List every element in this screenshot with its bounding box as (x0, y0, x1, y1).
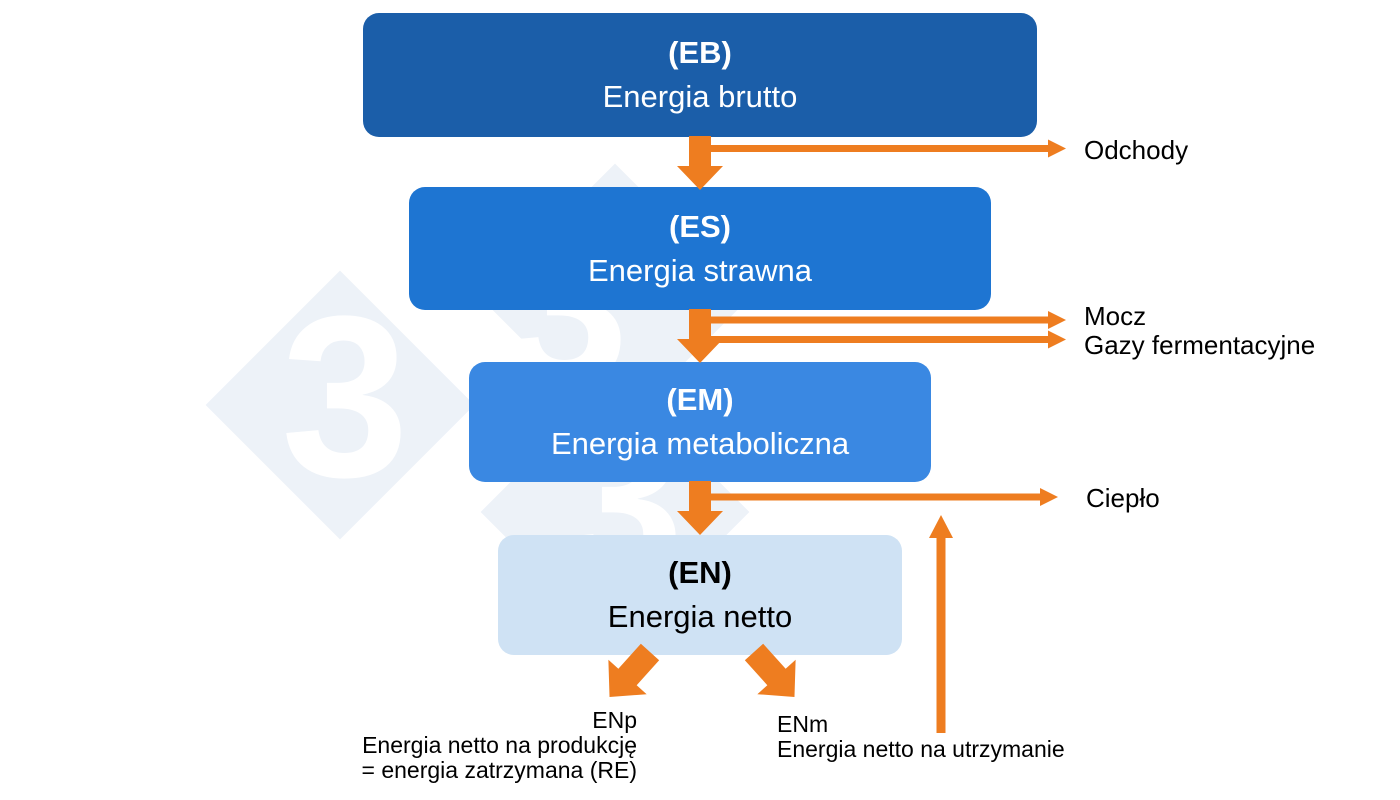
box-label-eb: Energia brutto (602, 79, 798, 114)
label-enp-desc: Energia netto na produkcję (362, 732, 637, 758)
label-enm: ENm (777, 711, 829, 737)
box-energia-netto: (EN) Energia netto (498, 535, 902, 655)
label-cieplo: Ciepło (1086, 483, 1160, 513)
box-label-es: Energia strawna (587, 252, 812, 288)
box-energia-strawna: (ES) Energia strawna (409, 187, 991, 310)
label-enm-block: ENm Energia netto na utrzymanie (777, 712, 1065, 762)
label-gazy-fermentacyjne: Gazy fermentacyjne (1084, 330, 1316, 360)
label-odchody: Odchody (1084, 135, 1189, 165)
label-enm-desc: Energia netto na utrzymanie (777, 736, 1065, 762)
box-abbr-es: (ES) (669, 208, 731, 244)
watermark-3-glyph: 3 (281, 268, 409, 525)
box-energia-brutto: (EB) Energia brutto (363, 13, 1037, 137)
box-label-en: Energia netto (607, 599, 793, 634)
box-label-em: Energia metaboliczna (550, 426, 850, 461)
label-mocz: Mocz (1084, 301, 1147, 331)
label-enp: ENp (592, 707, 637, 733)
label-enp-block: ENp Energia netto na produkcję = energia… (362, 708, 637, 783)
label-enp-desc2: = energia zatrzymana (RE) (361, 757, 637, 783)
box-abbr-eb: (EB) (668, 35, 732, 70)
box-abbr-em: (EM) (666, 382, 734, 417)
box-energia-metaboliczna: (EM) Energia metaboliczna (469, 362, 931, 482)
box-abbr-en: (EN) (668, 555, 732, 590)
